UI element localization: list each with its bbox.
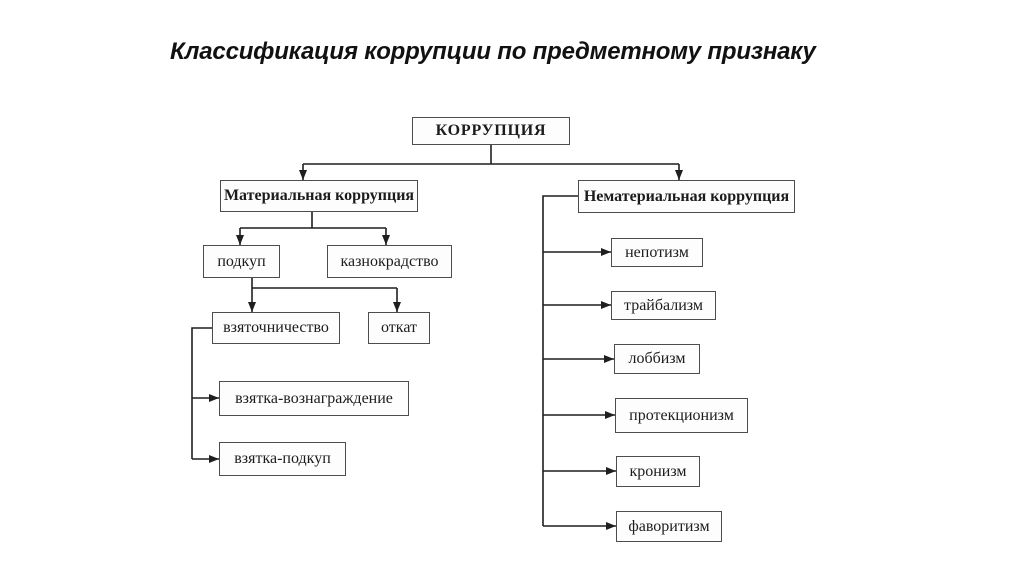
slide-title: Классификация коррупции по предметному п… <box>170 38 816 65</box>
node-nepotizm: непотизм <box>611 238 703 267</box>
node-korrupciya: КОРРУПЦИЯ <box>412 117 570 145</box>
node-otkat: откат <box>368 312 430 344</box>
node-lobbizm: лоббизм <box>614 344 700 374</box>
node-podkup: подкуп <box>203 245 280 278</box>
connector-nonmaterial-trunk <box>542 195 578 526</box>
node-protekcionizm: протекционизм <box>615 398 748 433</box>
node-traibalizm: трайбализм <box>611 291 716 320</box>
node-vzyatochnichestvo: взяточничество <box>212 312 340 344</box>
node-favoritizm: фаворитизм <box>616 511 722 542</box>
node-kronizm: кронизм <box>616 456 700 487</box>
node-nonmaterial: Нематериальная коррупция <box>578 180 795 213</box>
node-vzyatka-podkup: взятка-подкуп <box>219 442 346 476</box>
node-material: Материальная коррупция <box>220 180 418 212</box>
node-kaznokradstvo: казнокрадство <box>327 245 452 278</box>
connector-vzyatochnichestvo-trunk <box>191 327 212 459</box>
node-vzyatka-voznagrazhdenie: взятка-вознаграждение <box>219 381 409 416</box>
